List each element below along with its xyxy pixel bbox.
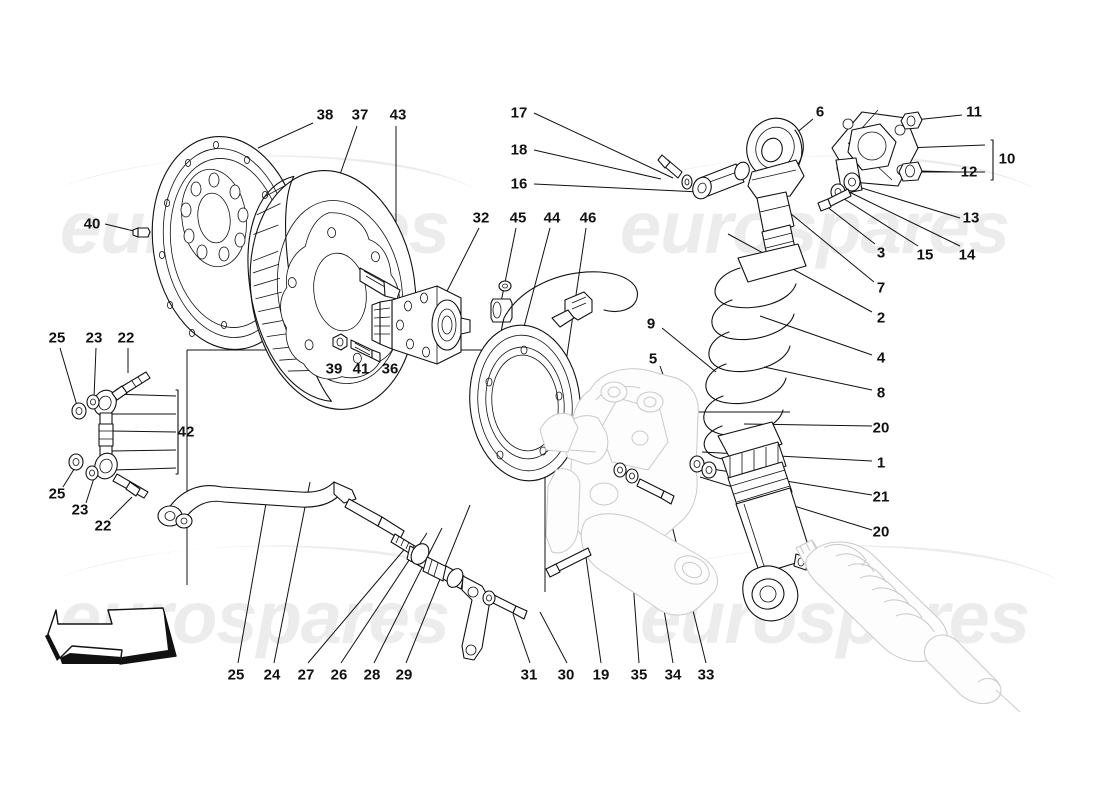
callout-42: 42	[177, 423, 195, 441]
bolt-40	[132, 227, 151, 238]
callout-35: 35	[630, 666, 648, 684]
callout-25: 25	[48, 485, 66, 503]
callout-21: 21	[872, 488, 890, 506]
callout-20: 20	[872, 419, 890, 437]
callout-25: 25	[48, 329, 66, 347]
shock-top-mount-bracket-10	[831, 109, 923, 195]
bolt-41	[350, 339, 381, 363]
spacer-bush	[490, 298, 513, 323]
callout-20: 20	[872, 523, 890, 541]
callout-1: 1	[876, 454, 886, 472]
brake-disc-37	[247, 170, 417, 410]
upright-fasteners	[545, 455, 717, 578]
callout-27: 27	[297, 666, 315, 684]
upper-control-arm-24	[157, 481, 357, 529]
shock-absorber-assembly	[703, 117, 813, 622]
track-rod-assembly	[344, 498, 528, 661]
callout-22: 22	[94, 517, 112, 535]
callout-32: 32	[472, 209, 490, 227]
callout-44: 44	[543, 209, 561, 227]
callout-10: 10	[998, 150, 1016, 168]
hub-carrier-upright	[539, 368, 718, 616]
callout-8: 8	[876, 384, 886, 402]
callout-34: 34	[664, 666, 682, 684]
callout-18: 18	[510, 141, 528, 159]
direction-arrow	[45, 607, 177, 665]
bracket-fasteners	[817, 172, 861, 212]
callout-40: 40	[83, 215, 101, 233]
callout-19: 19	[592, 666, 610, 684]
callout-5: 5	[648, 350, 658, 368]
callout-45: 45	[509, 209, 527, 227]
callout-41: 41	[352, 360, 370, 378]
callout-3: 3	[876, 244, 886, 262]
upper-link-16	[657, 154, 750, 200]
callout-43: 43	[389, 106, 407, 124]
callout-38: 38	[316, 106, 334, 124]
callout-30: 30	[557, 666, 575, 684]
callout-13: 13	[962, 209, 980, 227]
callout-15: 15	[916, 246, 934, 264]
callout-23: 23	[85, 329, 103, 347]
callout-26: 26	[330, 666, 348, 684]
callout-28: 28	[363, 666, 381, 684]
callout-2: 2	[876, 309, 886, 327]
callout-46: 46	[579, 209, 597, 227]
drop-link-42	[68, 371, 151, 499]
callout-4: 4	[876, 349, 886, 367]
callout-16: 16	[510, 175, 528, 193]
callout-37: 37	[351, 106, 369, 124]
callout-12: 12	[960, 163, 978, 181]
callout-39: 39	[325, 360, 343, 378]
callout-25: 25	[227, 666, 245, 684]
callout-14: 14	[958, 246, 976, 264]
callout-29: 29	[395, 666, 413, 684]
callout-9: 9	[646, 315, 656, 333]
nut-39	[332, 333, 348, 351]
callout-31: 31	[520, 666, 538, 684]
bracket-42	[175, 389, 179, 475]
callout-11: 11	[966, 103, 982, 121]
callout-6: 6	[815, 103, 825, 121]
wheel-hub-32	[371, 285, 471, 365]
callout-36: 36	[381, 360, 399, 378]
callout-23: 23	[71, 501, 89, 519]
callout-33: 33	[697, 666, 715, 684]
bracket-10	[990, 139, 994, 181]
driveshaft-cv-joint	[795, 539, 1021, 713]
callout-17: 17	[510, 104, 528, 122]
callout-7: 7	[876, 279, 886, 297]
callout-24: 24	[263, 666, 281, 684]
callout-22: 22	[117, 329, 135, 347]
